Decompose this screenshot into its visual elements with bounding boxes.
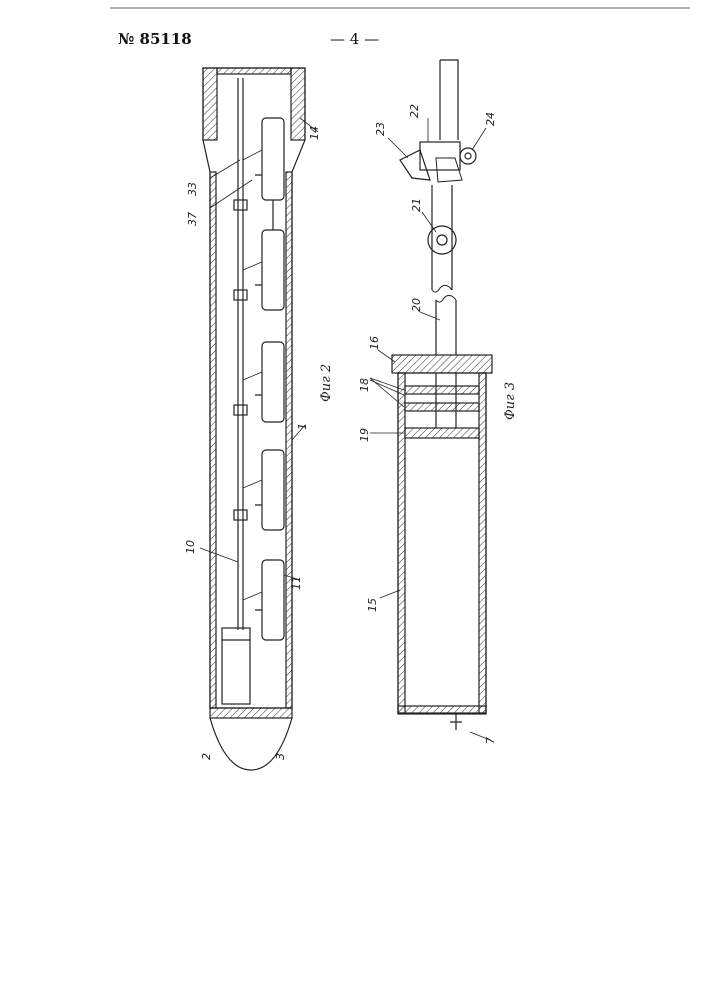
label-1: 1 [296,423,309,430]
label-3: 3 [274,753,287,760]
label-16: 16 [368,336,381,350]
figure-2-leaders [200,118,318,580]
label-23: 23 [374,122,387,136]
label-11: 11 [290,576,303,590]
label-14: 14 [308,126,321,140]
label-33: 33 [186,182,199,196]
label-15: 15 [366,598,379,612]
label-2: 2 [200,753,213,760]
figure-3-drawing [392,60,492,730]
label-10: 10 [184,540,197,554]
label-18: 18 [358,378,371,392]
label-21: 21 [410,198,423,212]
caption-fig-3: Фиг 3 [503,382,518,420]
label-22: 22 [408,104,421,118]
caption-fig-2: Фиг 2 [319,364,334,402]
label-24: 24 [484,112,497,126]
label-7: 7 [484,737,497,744]
label-19: 19 [358,428,371,442]
label-37: 37 [186,212,199,226]
label-20: 20 [410,298,423,312]
